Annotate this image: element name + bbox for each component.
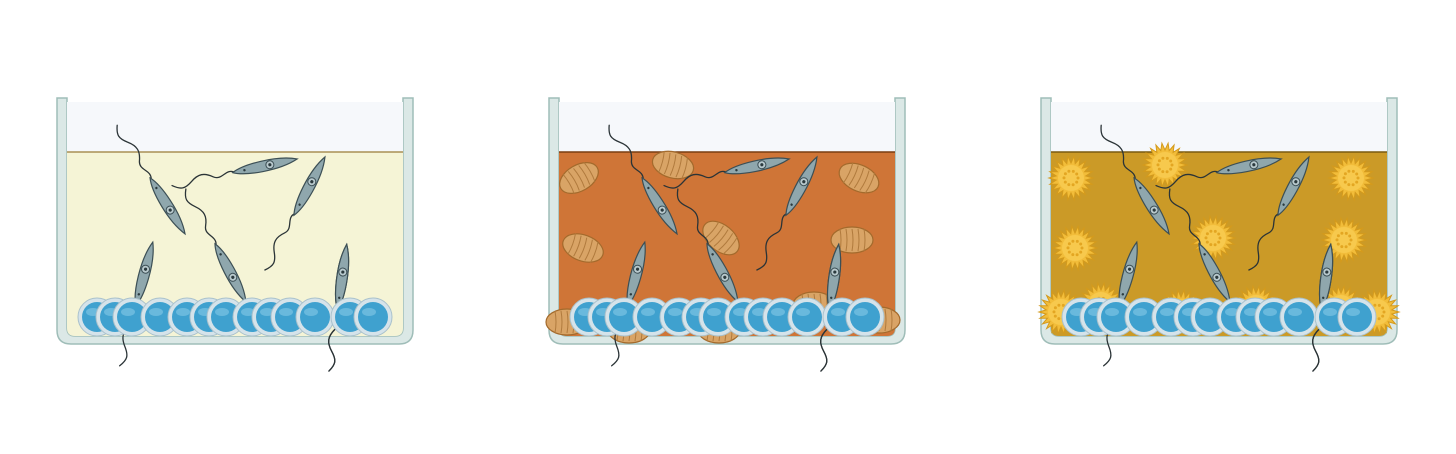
flagellated-parasite-icon [328,242,350,372]
oval-pollen-grain-icon [559,162,599,194]
blue-round-cell-icon [140,297,180,337]
blue-round-cell-icon [295,297,335,337]
flagellated-parasite-icon [608,124,678,236]
culture-medium [67,152,403,336]
blue-round-cell-icon [112,297,152,337]
oval-pollen-grain-icon [651,150,695,180]
blue-round-cell-icon [353,297,393,337]
culture-well-1 [56,97,414,372]
flagellated-parasite-icon [1100,124,1170,236]
flagellated-parasite-icon [264,155,326,271]
spiky-pollen-grain-icon [1047,154,1095,202]
oval-pollen-grain-icon [830,226,874,254]
blue-round-cell-icon [845,297,885,337]
blue-round-cell-icon [1279,297,1319,337]
flagellated-parasite-icon [756,155,818,271]
culture-well-3 [1037,97,1401,372]
blue-round-cell-icon [1096,297,1136,337]
spiky-pollen-grain-icon [1051,224,1099,272]
flagellated-parasite-icon [116,124,186,236]
oval-pollen-grain-icon [702,220,740,256]
flagellated-parasite-icon [663,157,791,189]
flagellated-parasite-icon [171,157,299,189]
blue-round-cell-icon [632,297,672,337]
well-headspace [1051,102,1387,152]
well-headspace [559,102,895,152]
flagellated-parasite-icon [1248,155,1310,271]
oval-pollen-grain-icon [838,162,880,194]
blue-round-cell-icon [1124,297,1164,337]
flagellated-parasite-icon [1155,157,1283,189]
well-headspace [67,102,403,152]
spiky-pollen-grain-icon [1320,216,1368,264]
spiky-pollen-grain-icon [1141,141,1189,189]
oval-pollen-grain-icon [562,233,604,263]
flagellated-parasite-icon [1168,188,1231,304]
flagellated-parasite-icon [611,240,646,367]
spiky-pollen-grain-icon [1327,154,1375,202]
blue-round-cell-icon [787,297,827,337]
culture-well-2 [545,97,906,372]
blue-round-cell-icon [1337,297,1377,337]
